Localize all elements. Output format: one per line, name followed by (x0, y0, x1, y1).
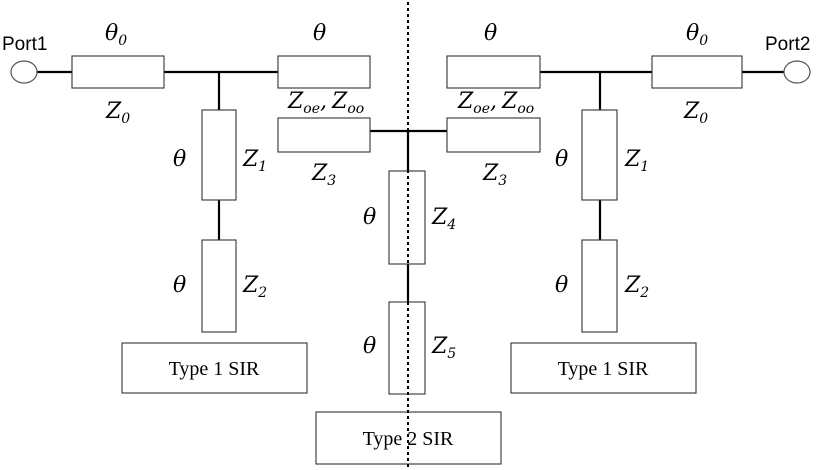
right-z1-box (581, 109, 618, 201)
theta-right-z2-label: θ (555, 273, 568, 298)
left-z2-box (201, 239, 237, 333)
z0-right-label: Z0 (683, 99, 708, 127)
theta-right-coupled-label: θ (484, 21, 497, 46)
type1-right-label: Type 1 SIR (558, 358, 649, 380)
zoe-zoo-right-label: Zoe,Zoo (457, 89, 534, 117)
z1-right-label: Z1 (624, 147, 649, 175)
theta0-left-label: θ0 (105, 21, 127, 49)
right-coupled-bottom-box (446, 117, 541, 153)
theta-center-z5-label: θ (363, 334, 376, 359)
port1-label: Port1 (2, 34, 47, 55)
theta-center-z4-label: θ (363, 205, 376, 230)
z4-center-label: Z4 (431, 205, 456, 233)
theta-left-z1-label: θ (173, 147, 186, 172)
z2-right-label: Z2 (624, 273, 649, 301)
right-z2-box (581, 239, 618, 333)
type1-right-box (510, 342, 697, 394)
left-z1-box (201, 109, 237, 201)
port1-terminal (10, 60, 38, 84)
left-coupled-top-box (277, 55, 371, 89)
type2-label: Type 2 SIR (363, 428, 454, 450)
z2-left-label: Z2 (242, 273, 267, 301)
center-z5-box (388, 301, 426, 395)
type2-box (315, 411, 502, 465)
left-input-line-box (71, 55, 165, 89)
right-output-line-box (651, 55, 743, 89)
theta-right-z1-label: θ (555, 147, 568, 172)
type1-left-box (121, 342, 308, 394)
z0-left-label: Z0 (105, 99, 130, 127)
z5-center-label: Z5 (431, 334, 456, 362)
port2-label: Port2 (765, 34, 810, 55)
theta0-right-label: θ0 (686, 21, 708, 49)
left-coupled-bottom-box (277, 117, 371, 153)
port2-terminal (783, 60, 811, 84)
theta-left-z2-label: θ (173, 273, 186, 298)
z3-left-label: Z3 (311, 161, 336, 189)
zoe-zoo-left-label: Zoe,Zoo (287, 89, 364, 117)
z3-right-label: Z3 (482, 161, 507, 189)
right-coupled-top-box (446, 55, 541, 89)
theta-left-coupled-label: θ (313, 21, 326, 46)
type1-left-label: Type 1 SIR (169, 358, 260, 380)
z1-left-label: Z1 (242, 147, 267, 175)
